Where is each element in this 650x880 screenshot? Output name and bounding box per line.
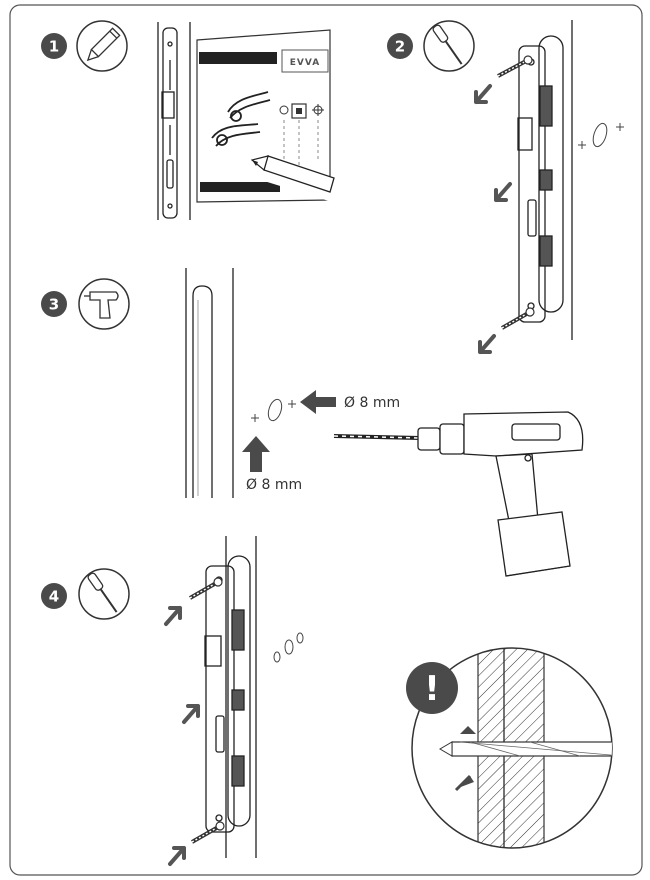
step-4-top-screw <box>189 577 223 600</box>
step-4-arrows <box>164 606 200 866</box>
vertical-drill-arrow <box>242 436 270 472</box>
step-2-door-edge <box>517 20 573 340</box>
step-2-bottom-screw <box>501 307 535 330</box>
step-4-number: 4 <box>49 588 59 606</box>
warning-detail: ! <box>406 647 613 849</box>
step-3-door-edge <box>185 268 234 498</box>
arrow-icon <box>164 606 182 626</box>
step-2-arrows <box>474 84 512 354</box>
evva-brand: EVVA <box>290 58 320 68</box>
step-3-number: 3 <box>49 296 59 314</box>
screwdriver-icon <box>423 20 475 72</box>
arrow-icon <box>474 84 492 104</box>
cordless-drill <box>333 411 584 577</box>
drill-icon <box>78 278 130 330</box>
step-1-badge <box>41 33 67 59</box>
arrow-icon <box>478 334 496 354</box>
step-1: 1 EVVA <box>41 20 339 220</box>
step-4: 4 <box>41 536 613 866</box>
step-3-hole-marks <box>251 398 296 422</box>
step-1-number: 1 <box>49 38 59 56</box>
step-4-bottom-screw <box>191 821 225 844</box>
step-2-top-screw <box>497 55 533 78</box>
warning-symbol: ! <box>424 669 440 709</box>
page-frame <box>9 4 643 876</box>
arrow-icon <box>168 846 186 866</box>
step-2-number: 2 <box>395 38 405 56</box>
step-2-hole-marks <box>578 122 624 149</box>
pencil-icon <box>76 20 128 72</box>
step-1-door-edge <box>157 22 191 220</box>
step-4-door-edge <box>204 536 257 858</box>
warning-icon: ! <box>406 662 458 714</box>
step-2: 2 <box>387 20 624 354</box>
arrow-icon <box>494 182 512 202</box>
step-3: 3 Ø 8 mm Ø 8 mm <box>41 268 584 577</box>
step-4-holes <box>273 632 304 663</box>
horizontal-diameter-label: Ø 8 mm <box>344 395 400 411</box>
vertical-diameter-label: Ø 8 mm <box>246 477 302 493</box>
step-2-badge <box>387 33 413 59</box>
step-4-badge <box>41 583 67 609</box>
horizontal-drill-arrow <box>300 390 336 414</box>
step-3-badge <box>41 291 67 317</box>
screwdriver-icon <box>78 568 130 620</box>
arrow-icon <box>182 704 200 724</box>
drilling-template: EVVA <box>196 29 339 203</box>
